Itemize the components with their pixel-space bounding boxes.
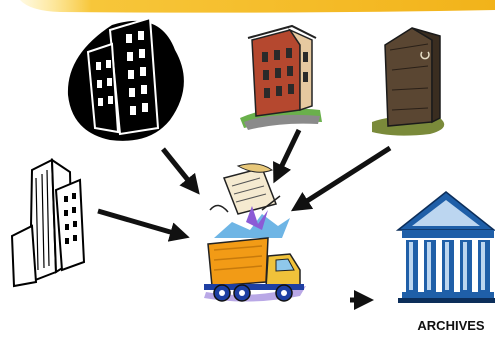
- dump-truck-icon: [204, 206, 306, 302]
- top-band: [20, 0, 495, 13]
- archive-building-icon: [398, 192, 495, 303]
- arrow-skyscraper-to-truck: [98, 211, 184, 236]
- arrow-building-to-papers: [276, 130, 299, 178]
- skyscraper-icon: [12, 160, 84, 286]
- archives-label: ARCHIVES: [407, 318, 495, 333]
- office-tower-icon: [68, 18, 184, 141]
- outhouse-icon: [372, 28, 444, 136]
- arrow-office-to-papers: [163, 149, 196, 190]
- old-brick-building-icon: [240, 26, 322, 130]
- flying-papers-icon: [210, 164, 280, 214]
- arrow-outhouse-to-truck: [296, 148, 390, 208]
